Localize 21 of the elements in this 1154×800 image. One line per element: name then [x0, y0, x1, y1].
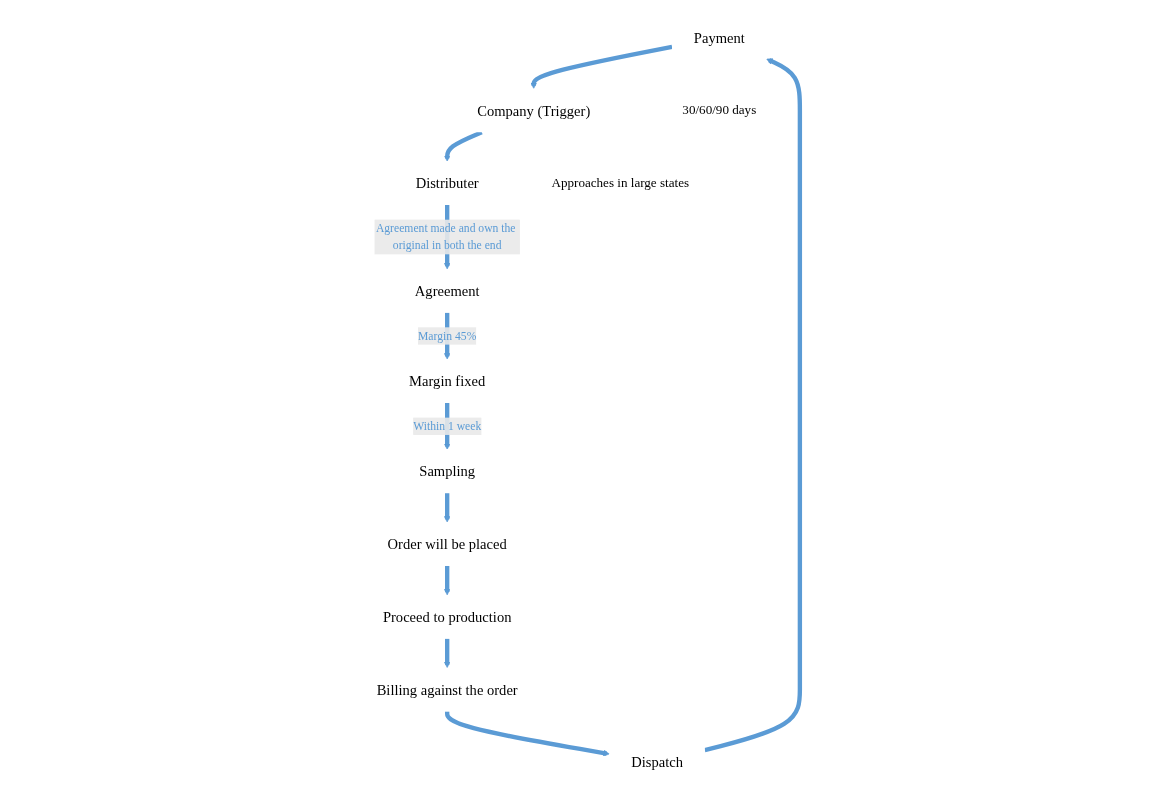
- arrow: [703, 58, 802, 753]
- arrow: [443, 638, 450, 669]
- node-label: 30/60/90 days: [682, 102, 756, 118]
- node-text: Order will be placed: [387, 536, 507, 553]
- edge-label: Agreement made and own the original in both the end: [375, 221, 516, 252]
- node-text: Dispatch: [630, 754, 683, 771]
- node-text: Proceed to production: [382, 608, 512, 625]
- node-text: Sampling: [418, 463, 475, 480]
- arrow: [443, 565, 450, 596]
- node-label: Approaches in large states: [551, 175, 689, 191]
- node-text: Billing against the order: [376, 681, 518, 698]
- edge-label: Margin 45%: [417, 329, 476, 342]
- node-text: Margin fixed: [408, 373, 485, 390]
- node-text: Company (Trigger): [476, 102, 590, 119]
- arrow: [443, 130, 483, 162]
- node-text: Distributer: [415, 175, 479, 192]
- node-text: Agreement: [414, 282, 480, 299]
- edge-label: Within 1 week: [412, 419, 481, 433]
- node-text: Payment: [693, 29, 745, 46]
- arrow: [530, 44, 673, 89]
- arrow: [443, 493, 450, 523]
